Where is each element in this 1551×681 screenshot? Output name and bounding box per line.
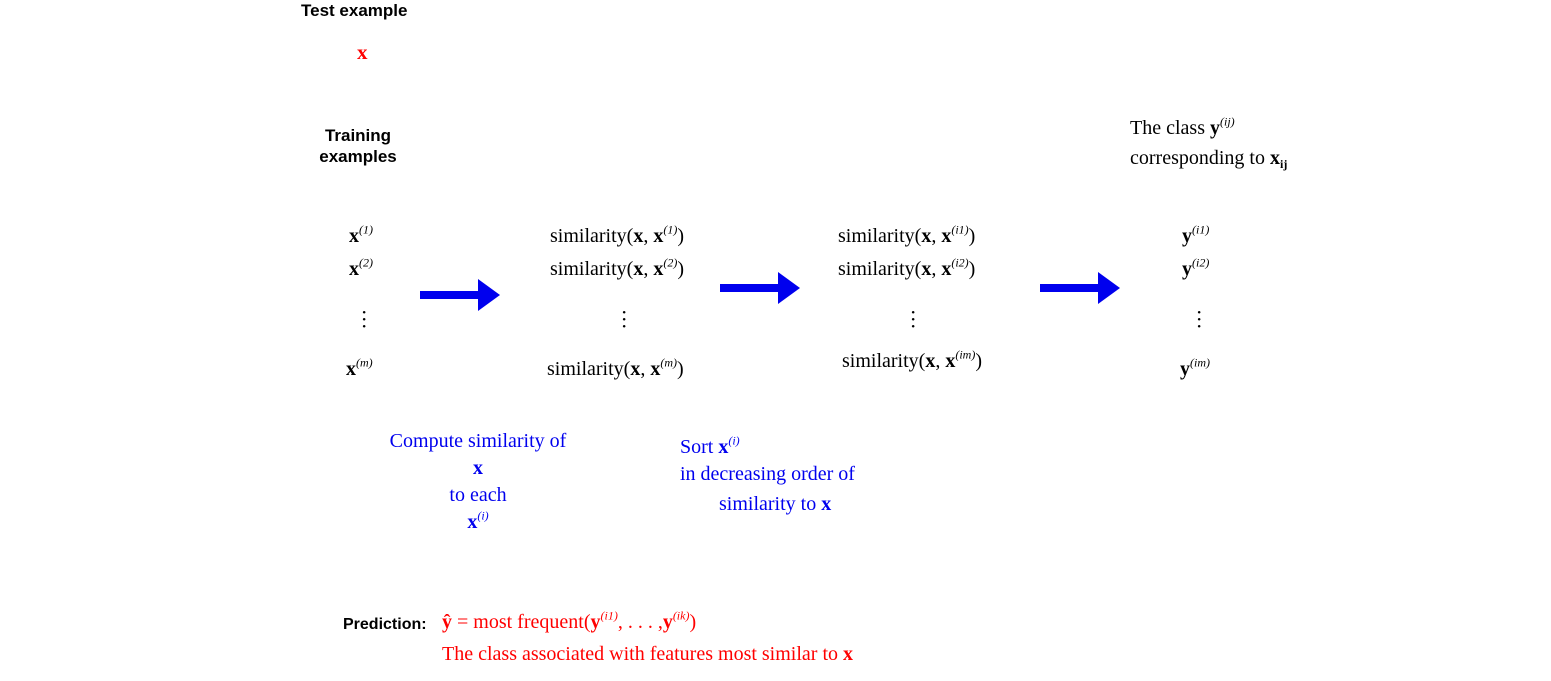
sorted-similarity-m: similarity(x, x(im)) xyxy=(842,347,983,372)
sorted-similarity-2: similarity(x, x(i2)) xyxy=(838,255,976,280)
arrow-right-icon xyxy=(1040,272,1120,304)
class-heading-line2: corresponding to xij xyxy=(1130,147,1288,172)
training-x-m: x(m) xyxy=(346,355,373,380)
vdots-col3: ··· xyxy=(910,300,917,338)
class-y-m: y(im) xyxy=(1180,355,1210,380)
prediction-formula: ŷ = most frequent(y(i1), . . . ,y(ik)) xyxy=(442,608,697,633)
sort-step-note-line3: similarity to x xyxy=(719,493,832,515)
class-y-2: y(i2) xyxy=(1182,255,1210,280)
training-examples-heading: Training examples xyxy=(319,126,397,166)
compute-step-note: Compute similarity of x to each x(i) xyxy=(389,430,567,533)
similarity-2: similarity(x, x(2)) xyxy=(550,255,685,280)
arrow-right-icon xyxy=(420,279,500,311)
similarity-m: similarity(x, x(m)) xyxy=(547,355,684,380)
test-example-x: x xyxy=(357,40,368,64)
vdots-col2: ··· xyxy=(621,300,628,338)
similarity-1: similarity(x, x(1)) xyxy=(550,222,685,247)
vdots-col1: ··· xyxy=(361,300,368,338)
prediction-label: Prediction: xyxy=(343,616,427,633)
training-x-2: x(2) xyxy=(349,255,373,280)
prediction-explanation: The class associated with features most … xyxy=(442,643,854,665)
vdots-col4: ··· xyxy=(1196,300,1203,338)
class-y-1: y(i1) xyxy=(1182,222,1210,247)
sort-step-note-line1: Sort x(i) xyxy=(680,433,740,458)
test-example-heading: Test example xyxy=(301,1,408,20)
class-heading-line1: The class y(ij) xyxy=(1130,114,1235,139)
training-x-1: x(1) xyxy=(349,222,373,247)
sort-step-note-line2: in decreasing order of xyxy=(680,463,855,485)
arrow-right-icon xyxy=(720,272,800,304)
sorted-similarity-1: similarity(x, x(i1)) xyxy=(838,222,976,247)
